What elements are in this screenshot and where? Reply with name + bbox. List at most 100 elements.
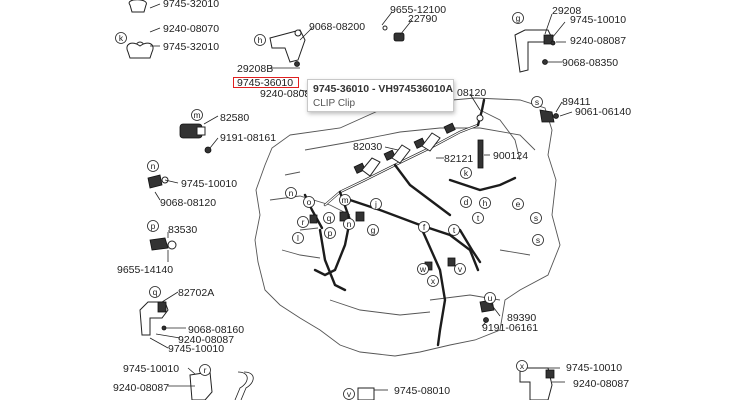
engine-outline <box>254 97 561 357</box>
svg-text:p: p <box>151 221 156 231</box>
svg-text:m: m <box>193 110 200 120</box>
svg-text:g: g <box>371 225 376 235</box>
part-bracket-r <box>189 371 254 400</box>
pn-9655-14140: 9655-14140 <box>117 264 173 276</box>
callout-o-engine: o <box>303 196 315 208</box>
svg-text:x: x <box>520 361 525 371</box>
svg-text:n: n <box>289 188 294 198</box>
svg-text:v: v <box>458 264 463 274</box>
svg-text:j: j <box>374 199 377 209</box>
svg-text:s: s <box>536 235 540 245</box>
svg-text:h: h <box>483 198 488 208</box>
pn-9068-08120: 9068-08120 <box>160 197 216 209</box>
callout-v-bottom: v <box>343 388 355 400</box>
pn-9068-08160: 9068-08160 <box>188 324 244 336</box>
part-number-labels: 9745-32010 9240-08070 9745-32010 9068-08… <box>113 0 631 397</box>
part-clip-v <box>357 387 375 400</box>
pn-9745-10010-n: 9745-10010 <box>181 178 237 190</box>
tooltip-subtitle: CLIP Clip <box>313 98 356 109</box>
pn-9240-08070: 9240-08070 <box>163 23 219 35</box>
pn-82580: 82580 <box>220 112 249 124</box>
callout-m: m <box>191 109 203 121</box>
pn-9745-08010: 9745-08010 <box>394 385 450 397</box>
svg-text:v: v <box>347 389 352 399</box>
callout-q-engine: q <box>323 212 335 224</box>
svg-text:u: u <box>488 293 493 303</box>
callout-l-engine: l <box>292 232 304 244</box>
callout-d-engine: d <box>460 196 472 208</box>
pn-9745-10010-x: 9745-10010 <box>566 362 622 374</box>
callout-p-engine: p <box>324 227 336 239</box>
svg-text:s: s <box>534 213 538 223</box>
part-bracket-g <box>514 29 556 73</box>
callout-f-engine: f <box>418 221 430 233</box>
callout-x-engine: x <box>427 275 439 287</box>
part-clip-k <box>126 0 154 59</box>
svg-text:k: k <box>119 33 124 43</box>
leader-lines <box>149 3 573 391</box>
part-bracket-q <box>139 301 169 336</box>
svg-text:n: n <box>151 161 156 171</box>
callout-q-left: q <box>149 286 161 298</box>
callout-i-engine: t <box>472 212 484 224</box>
callout-s-engine: s <box>530 212 542 224</box>
highlighted-part-box[interactable] <box>233 77 299 88</box>
pn-9655-12100: 9655-12100 <box>390 4 446 16</box>
pn-9068-08200: 9068-08200 <box>309 21 365 33</box>
pn-9745-10010-q: 9745-10010 <box>168 343 224 355</box>
svg-text:l: l <box>297 233 299 243</box>
callout-g-top: g <box>512 12 524 24</box>
pn-82702a: 82702A <box>178 287 214 299</box>
pn-9240-08087-x: 9240-08087 <box>573 378 629 390</box>
svg-text:o: o <box>307 197 312 207</box>
callout-k: k <box>115 32 127 44</box>
pn-9745-10010-g: 9745-10010 <box>570 14 626 26</box>
pn-9191-06161: 9191-06161 <box>482 322 538 334</box>
pn-83530: 83530 <box>168 224 197 236</box>
svg-text:t: t <box>453 225 456 235</box>
svg-text:h: h <box>258 35 263 45</box>
callout-h-engine: h <box>479 197 491 209</box>
part-clip-n <box>147 174 169 189</box>
pn-9745-10010-r: 9745-10010 <box>123 363 179 375</box>
pn-9240-08087-q: 9240-08087 <box>178 334 234 346</box>
callout-r-engine: r <box>297 216 309 228</box>
callout-n-left: n <box>147 160 159 172</box>
callout-s-engine-2: s <box>532 234 544 246</box>
part-bracket-h <box>269 29 306 67</box>
pn-08120: 08120 <box>457 87 486 99</box>
pn-29208b: 29208B <box>237 63 273 75</box>
svg-text:k: k <box>464 168 469 178</box>
svg-text:s: s <box>535 97 539 107</box>
callout-m-engine: m <box>339 194 351 206</box>
pn-9240-08087-g: 9240-08087 <box>570 35 626 47</box>
callout-j-engine: j <box>370 198 382 210</box>
part-sensor-p <box>149 237 177 251</box>
svg-text:d: d <box>464 197 469 207</box>
pn-82030: 82030 <box>353 141 382 153</box>
callout-k-engine: k <box>460 167 472 179</box>
tooltip-title: 9745-36010 - VH974536010A <box>313 83 454 95</box>
pn-89390: 89390 <box>507 312 536 324</box>
part-sensor-s <box>539 109 559 123</box>
pn-82121: 82121 <box>444 153 473 165</box>
pn-9745-32010-k: 9745-32010 <box>163 41 219 53</box>
pn-9240-08087-r: 9240-08087 <box>113 382 169 394</box>
pn-29208: 29208 <box>552 5 581 17</box>
callout-letters: k h g m s n p q r v x u k n o q m j r n … <box>115 12 544 400</box>
svg-text:x: x <box>431 276 436 286</box>
callout-p-left: p <box>147 220 159 232</box>
pn-22790: 22790 <box>408 13 437 25</box>
callout-n-engine: n <box>285 187 297 199</box>
pn-9745-36010: 9745-36010 <box>237 77 293 89</box>
pn-89411: 89411 <box>562 96 591 108</box>
pn-9745-32010-top: 9745-32010 <box>163 0 219 10</box>
callout-n-engine-2: n <box>343 218 355 230</box>
svg-text:m: m <box>341 195 348 205</box>
svg-text:q: q <box>327 213 332 223</box>
callout-t-engine: t <box>448 224 460 236</box>
callout-w-engine: w <box>417 263 429 275</box>
pn-9240-0808: 9240-0808 <box>260 88 310 100</box>
svg-text:f: f <box>423 222 426 232</box>
svg-text:e: e <box>516 199 521 209</box>
